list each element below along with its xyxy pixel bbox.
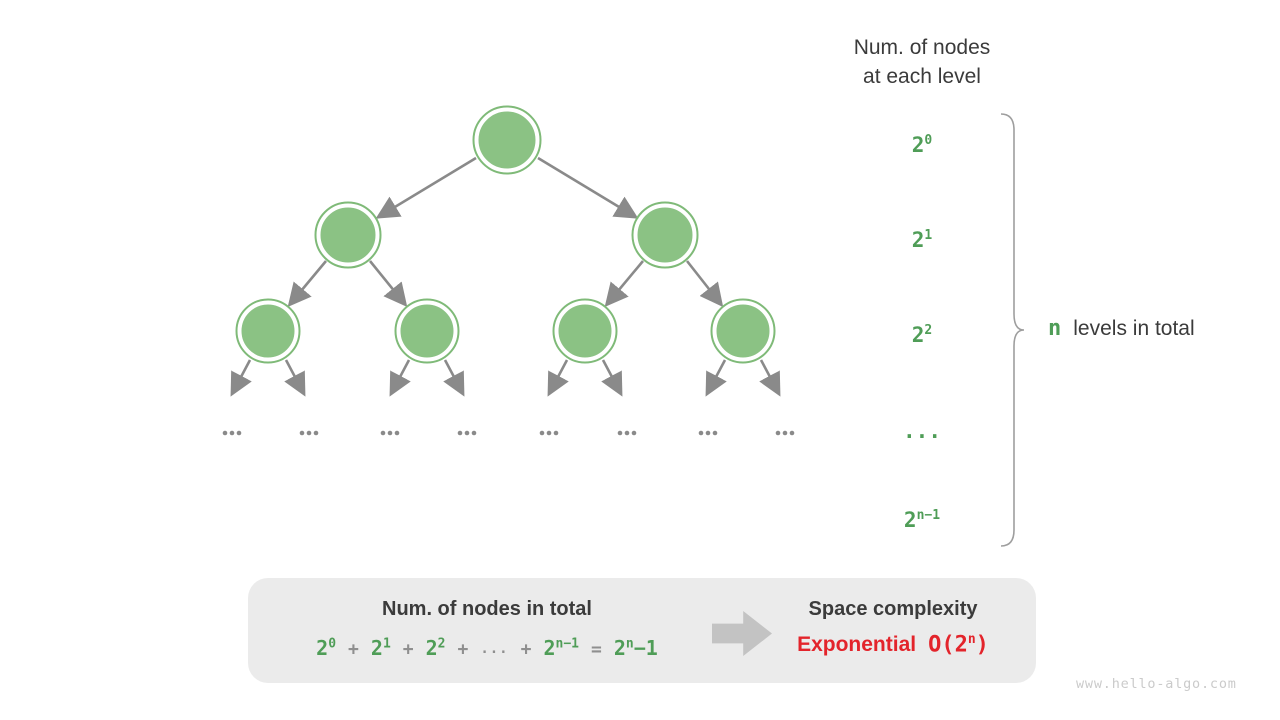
tree-edge bbox=[537, 156, 639, 219]
big-o-close: ) bbox=[975, 632, 989, 658]
level-count-base: ... bbox=[903, 419, 941, 443]
ellipsis-dot bbox=[782, 430, 788, 436]
tree-edge bbox=[604, 260, 644, 307]
big-o-notation: O(2n) bbox=[928, 632, 989, 657]
ellipsis-dot bbox=[698, 430, 704, 436]
tree-edge bbox=[705, 359, 727, 397]
level-count-label-n: 2n−1 bbox=[847, 501, 997, 535]
ellipsis-dot bbox=[546, 430, 552, 436]
tree-node bbox=[238, 301, 298, 361]
tree-edge bbox=[284, 359, 306, 397]
ellipsis-dot bbox=[387, 430, 393, 436]
formula-token: 22 bbox=[425, 636, 446, 660]
tree-node-ring bbox=[710, 298, 776, 364]
levels-header-line2: at each level bbox=[863, 65, 981, 88]
big-o-sup: n bbox=[967, 632, 976, 647]
ellipsis-dot bbox=[471, 430, 477, 436]
formula-token: = bbox=[591, 639, 602, 660]
ellipsis-dot bbox=[705, 430, 711, 436]
tree-edge bbox=[685, 260, 724, 308]
tree-node bbox=[475, 108, 539, 172]
tree-node bbox=[713, 301, 773, 361]
ellipsis-dot bbox=[380, 430, 386, 436]
brace-label: n levels in total bbox=[1048, 316, 1195, 341]
summary-box: Num. of nodes in total 20 +21 +22 +... +2n−1… bbox=[248, 578, 1036, 683]
tree-edge bbox=[759, 359, 781, 397]
complexity-class-label: Exponential bbox=[797, 633, 917, 657]
formula-token: 2n−1 bbox=[543, 636, 579, 660]
tree-node-ring bbox=[314, 201, 382, 269]
total-nodes-formula: 20 +21 +22 +... +2n−1 = 2n−1 bbox=[248, 636, 726, 660]
formula-token: + bbox=[348, 639, 359, 660]
tree-edge bbox=[601, 359, 623, 397]
ellipsis-dot bbox=[712, 430, 718, 436]
tree-edge bbox=[389, 359, 411, 397]
watermark: www.hello-algo.com bbox=[1076, 676, 1237, 692]
ellipsis-dot bbox=[394, 430, 400, 436]
tree-edge bbox=[230, 359, 252, 397]
ellipsis-dot bbox=[553, 430, 559, 436]
formula-token: 2n−1 bbox=[613, 636, 658, 660]
formula-token: + bbox=[402, 639, 414, 660]
tree-node-ring bbox=[472, 105, 542, 175]
ellipsis-dot bbox=[236, 430, 242, 436]
formula-token: 20 bbox=[316, 636, 337, 660]
tree-node-ring bbox=[235, 298, 301, 364]
level-count-label-2: 22 bbox=[847, 316, 997, 350]
level-count-sup: n−1 bbox=[916, 508, 941, 523]
tree-edge bbox=[287, 260, 327, 307]
level-count-sup: 0 bbox=[924, 133, 933, 148]
ellipsis-dot bbox=[222, 430, 228, 436]
ellipsis-dot bbox=[313, 430, 319, 436]
tree-edge bbox=[547, 359, 569, 397]
brace-label-n: n bbox=[1048, 316, 1062, 341]
level-count-sup: 2 bbox=[924, 323, 933, 338]
brace-label-text: levels in total bbox=[1073, 317, 1195, 340]
space-complexity-title: Space complexity bbox=[808, 598, 978, 620]
tree-node-ring bbox=[552, 298, 618, 364]
tree-edge bbox=[375, 156, 477, 219]
level-count-sup: 1 bbox=[924, 228, 933, 243]
ellipsis-dot bbox=[306, 430, 312, 436]
tree-node bbox=[317, 204, 379, 266]
tree-edge bbox=[368, 260, 408, 308]
level-count-label-1: 21 bbox=[847, 221, 997, 255]
ellipsis-dot bbox=[299, 430, 305, 436]
ellipsis-dot bbox=[789, 430, 795, 436]
level-count-base: 2 bbox=[911, 323, 925, 347]
total-nodes-title: Num. of nodes in total bbox=[382, 598, 592, 620]
level-count-base: 2 bbox=[911, 133, 925, 157]
levels-header-line1: Num. of nodes bbox=[853, 36, 991, 59]
ellipsis-dot bbox=[464, 430, 470, 436]
big-o-open: O(2 bbox=[928, 632, 968, 658]
tree-edge bbox=[443, 359, 465, 397]
level-count-base: 2 bbox=[911, 228, 925, 252]
brace-path bbox=[1000, 113, 1025, 547]
ellipsis-dot bbox=[229, 430, 235, 436]
ellipsis-dot bbox=[631, 430, 637, 436]
level-count-base: 2 bbox=[903, 508, 917, 532]
formula-token: + bbox=[520, 639, 532, 660]
level-count-ellipsis: ... bbox=[847, 412, 997, 446]
ellipsis-dot bbox=[539, 430, 545, 436]
formula-token: + bbox=[457, 639, 469, 660]
ellipsis-dot bbox=[457, 430, 463, 436]
levels-column-header: Num. of nodes at each level bbox=[792, 33, 1052, 91]
ellipsis-dot bbox=[775, 430, 781, 436]
ellipsis-dot bbox=[617, 430, 623, 436]
tree-node bbox=[634, 204, 696, 266]
tree-node-ring bbox=[631, 201, 699, 269]
tree-node bbox=[555, 301, 615, 361]
tree-node bbox=[397, 301, 457, 361]
ellipsis-dot bbox=[624, 430, 630, 436]
tree-node-ring bbox=[394, 298, 460, 364]
formula-token: ... bbox=[480, 641, 509, 657]
space-complexity-value: Exponential O(2n) bbox=[768, 632, 1018, 657]
formula-token: 21 bbox=[370, 636, 391, 660]
level-count-label-0: 20 bbox=[847, 126, 997, 160]
